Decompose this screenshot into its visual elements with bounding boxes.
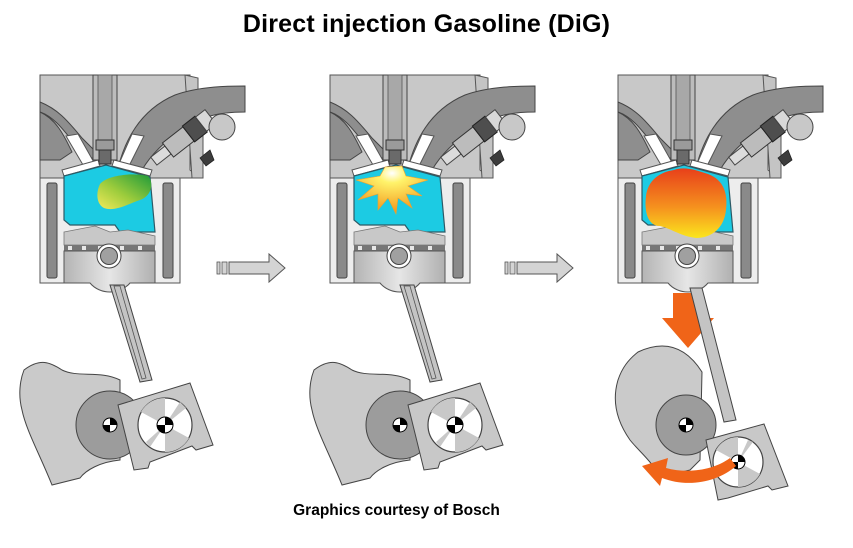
stage-ignition (309, 74, 536, 486)
image-credit-caption: Graphics courtesy of Bosch (293, 502, 500, 519)
stage-injection (19, 74, 246, 486)
connecting-rod (689, 287, 737, 423)
stage-combustion (614, 74, 824, 501)
engine-cylinder-head (329, 74, 536, 293)
crank-center-marker (392, 417, 408, 433)
crank-rotation-arrow (642, 458, 736, 486)
crank-assembly (19, 284, 214, 486)
diagram-title: Direct injection Gasoline (DiG) (242, 10, 611, 38)
crank-center-marker (102, 417, 118, 433)
crank-assembly (309, 284, 504, 486)
transition-arrow-2 (504, 253, 574, 283)
transition-arrow-1 (216, 253, 286, 283)
combustion-flame (645, 168, 727, 238)
crankpin-center-marker (156, 416, 174, 434)
crank-center-marker (678, 417, 694, 433)
crankpin-center-marker (446, 416, 464, 434)
fuel-spray-cloud (97, 174, 152, 210)
ignition-spark-burst (355, 165, 429, 216)
